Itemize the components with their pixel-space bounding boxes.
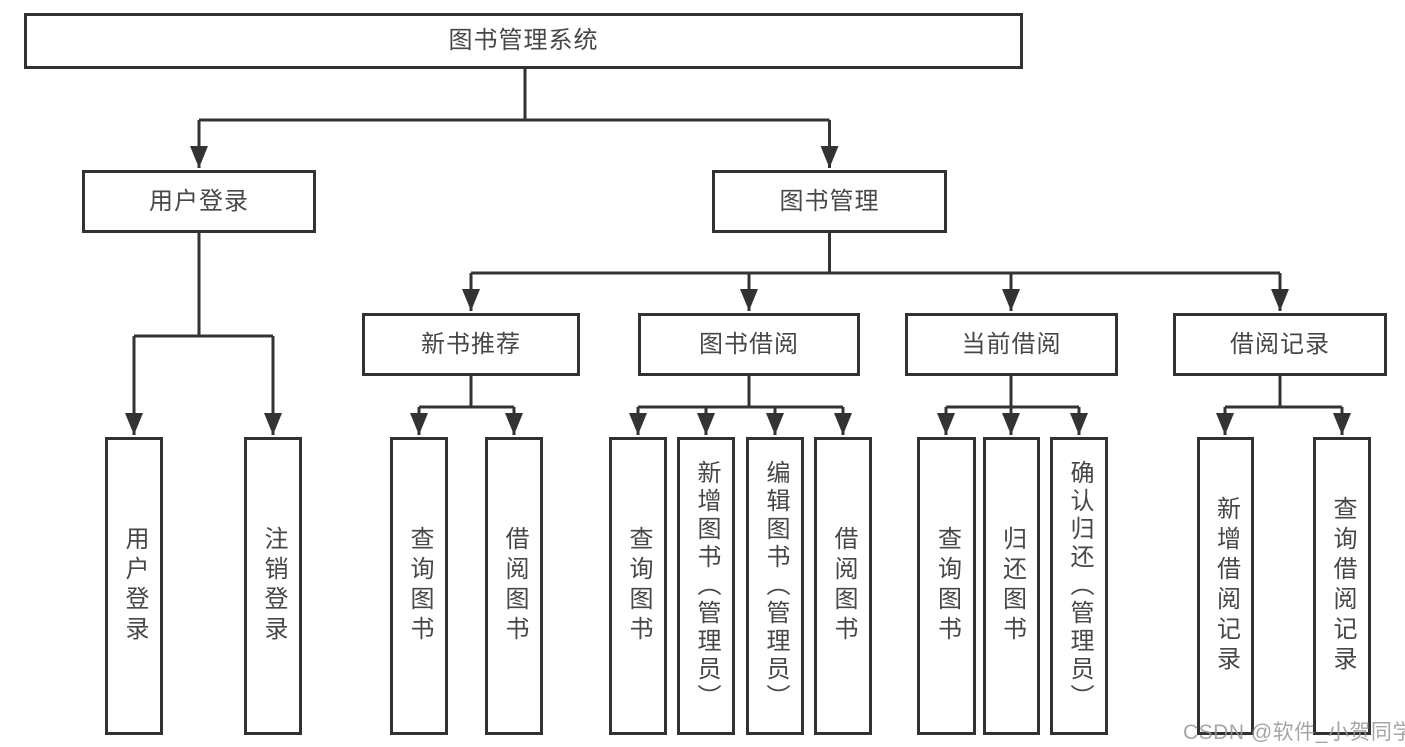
leaf-user-login: 用户登录 — [105, 437, 163, 735]
node-new-book-recommend: 新书推荐 — [362, 313, 580, 376]
leaf-query-book-c: 查询图书 — [917, 437, 976, 735]
csdn-watermark: CSDN @软件_小贺同学 — [1183, 721, 1405, 744]
node-user-login: 用户登录 — [82, 170, 316, 233]
node-borrow-records: 借阅记录 — [1173, 313, 1387, 376]
leaf-add-book-admin: 新增图书（管理员） — [677, 437, 735, 735]
leaf-return-book: 归还图书 — [983, 437, 1040, 735]
node-book-management: 图书管理 — [712, 170, 947, 233]
leaf-query-book-a: 查询图书 — [390, 437, 448, 735]
leaf-add-borrow-record: 新增借阅记录 — [1197, 437, 1254, 735]
leaf-query-book-b: 查询图书 — [609, 437, 667, 735]
node-current-borrow: 当前借阅 — [905, 313, 1118, 376]
node-book-borrow: 图书借阅 — [638, 313, 860, 376]
leaf-query-borrow-record: 查询借阅记录 — [1313, 437, 1371, 735]
leaf-borrow-book-a: 借阅图书 — [485, 437, 543, 735]
leaf-confirm-return-admin: 确认归还（管理员） — [1050, 437, 1108, 735]
node-root: 图书管理系统 — [24, 13, 1023, 69]
leaf-edit-book-admin: 编辑图书（管理员） — [746, 437, 804, 735]
leaf-logout: 注销登录 — [244, 437, 302, 735]
leaf-borrow-book-b: 借阅图书 — [814, 437, 872, 735]
